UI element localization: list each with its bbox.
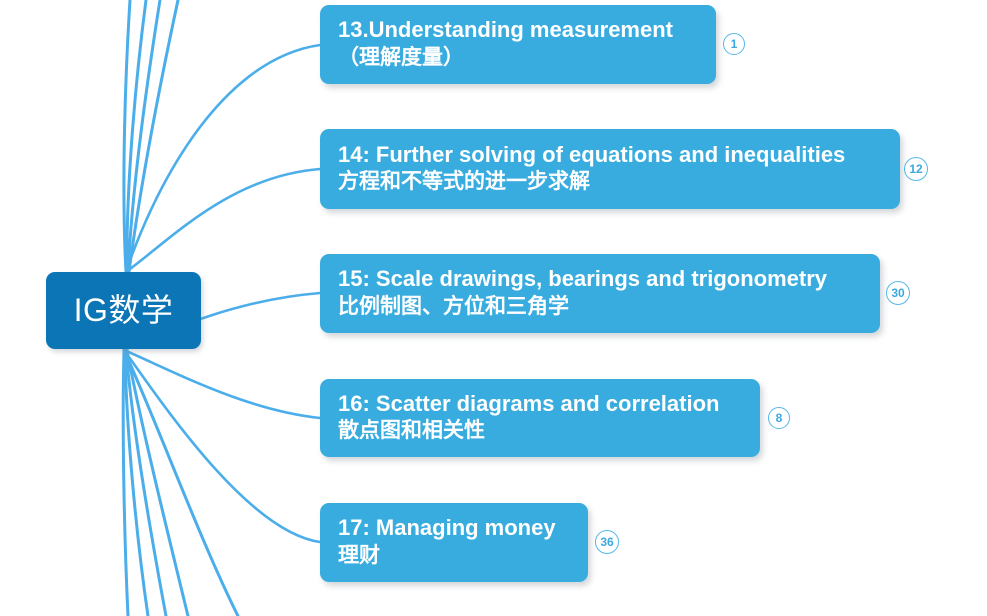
topic-count-badge-1[interactable]: 1 <box>723 33 745 55</box>
topic-count-badge-3[interactable]: 30 <box>886 281 910 305</box>
offscreen-branch-line-3 <box>126 0 162 274</box>
offscreen-branch-line-7 <box>124 348 168 616</box>
branch-line-1 <box>124 43 322 274</box>
topic-node-1[interactable]: 13.Understanding measurement（理解度量） <box>320 5 716 84</box>
topic-title-zh: 方程和不等式的进一步求解 <box>338 170 590 194</box>
offscreen-branch-line-8 <box>125 348 190 616</box>
offscreen-branch-line-2 <box>125 0 148 274</box>
offscreen-branch-line-5 <box>121 348 130 616</box>
branch-line-5 <box>122 348 322 544</box>
root-node[interactable]: IG数学 <box>46 272 201 349</box>
topic-title-en: 13.Understanding measurement <box>338 17 673 43</box>
topic-title-en: 15: Scale drawings, bearings and trigono… <box>338 266 828 292</box>
topic-title-en: 14: Further solving of equations and ine… <box>338 141 846 167</box>
topic-title-zh: 比例制图、方位和三角学 <box>338 294 569 318</box>
topic-title-en: 16: Scatter diagrams and correlation <box>338 390 720 416</box>
root-node-label: IG数学 <box>73 291 174 328</box>
offscreen-branch-line-1 <box>122 0 132 274</box>
offscreen-branch-line-9 <box>122 348 240 616</box>
topic-node-3[interactable]: 15: Scale drawings, bearings and trigono… <box>320 254 880 333</box>
branch-line-2 <box>124 167 322 274</box>
topic-title-zh: （理解度量） <box>338 45 464 69</box>
offscreen-branch-line-4 <box>127 0 180 274</box>
topic-title-zh: 理财 <box>338 543 380 567</box>
branch-line-4 <box>122 348 322 420</box>
topic-node-4[interactable]: 16: Scatter diagrams and correlation 散点图和… <box>320 379 760 457</box>
topic-count-badge-5[interactable]: 36 <box>595 530 619 554</box>
topic-count-badge-4[interactable]: 8 <box>768 407 790 429</box>
topic-node-2[interactable]: 14: Further solving of equations and ine… <box>320 129 900 209</box>
topic-title-en: 17: Managing money <box>338 515 556 541</box>
topic-count-badge-2[interactable]: 12 <box>904 157 928 181</box>
offscreen-branch-line-6 <box>123 348 150 616</box>
topic-title-zh: 散点图和相关性 <box>338 419 485 443</box>
